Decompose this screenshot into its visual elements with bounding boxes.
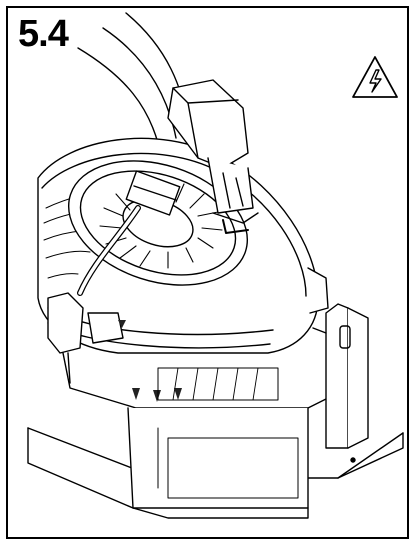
alignment-markers — [118, 320, 182, 402]
housing-tab — [307, 267, 329, 314]
left-latch — [47, 292, 124, 384]
screw-hole — [350, 457, 356, 463]
rear-vent — [157, 367, 279, 401]
plug-cable — [77, 170, 181, 296]
device-illustration — [27, 12, 404, 519]
connector-block — [167, 79, 259, 234]
lower-frame — [27, 352, 404, 519]
support-post — [312, 303, 369, 449]
figure-frame: 5.4 — [6, 6, 409, 539]
electrical-hazard-icon — [352, 56, 398, 98]
step-number: 5.4 — [18, 12, 70, 56]
fan-grille — [67, 160, 249, 286]
